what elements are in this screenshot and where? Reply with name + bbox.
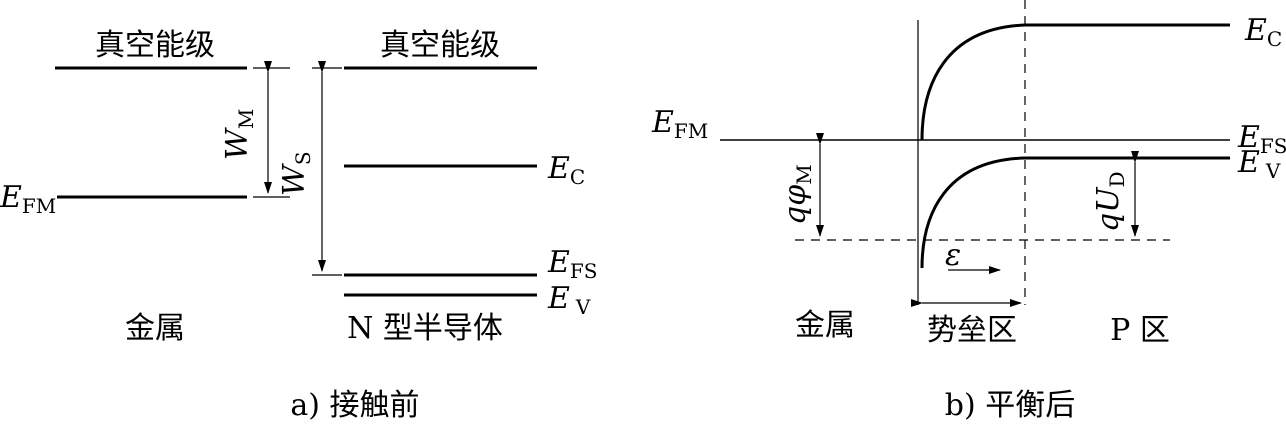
ws-label: WS	[277, 151, 315, 196]
vacuum-level-label-semiconductor: 真空能级	[380, 28, 500, 63]
metal-label-a: 金属	[125, 311, 185, 346]
p-region-label: P 区	[1110, 313, 1170, 348]
efm-label-b: EFM	[651, 105, 708, 143]
n-semiconductor-label: N 型半导体	[347, 311, 503, 346]
efs-label-a: EFS	[547, 245, 597, 283]
metal-label-b: 金属	[795, 308, 855, 343]
ec-label-b: EC	[1244, 13, 1282, 51]
caption-a: a) 接触前	[290, 388, 419, 423]
caption-b: b) 平衡后	[945, 388, 1075, 423]
efm-label-a: EFM	[0, 180, 56, 218]
efs-label-b: EFS	[1237, 120, 1286, 158]
valence-band-curve	[920, 156, 1230, 269]
vacuum-level-label-metal: 真空能级	[95, 28, 215, 63]
qphi-label: qφM	[778, 164, 816, 225]
wm-label: WM	[220, 109, 258, 160]
conduction-band-curve	[920, 23, 1230, 141]
qud-label: qUD	[1091, 171, 1129, 232]
ec-label-a: EC	[547, 151, 585, 189]
barrier-region-label: 势垒区	[927, 313, 1017, 348]
field-label: ε	[945, 238, 961, 273]
